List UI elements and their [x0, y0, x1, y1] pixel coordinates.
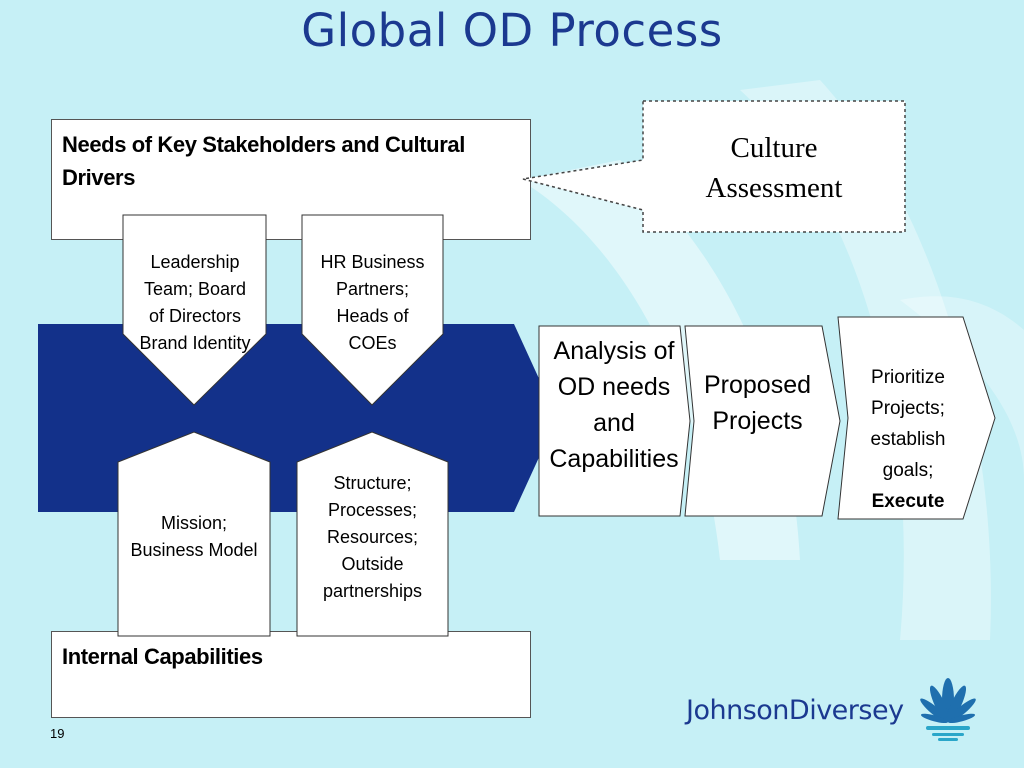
ch2-line: Projects — [712, 407, 803, 435]
top-pentagon-1-shape — [122, 214, 267, 406]
slide-title: Global OD Process — [301, 4, 723, 57]
tp2-line: HR Business — [320, 252, 425, 272]
bp2-line: Structure; — [333, 473, 412, 493]
ch1-line: Analysis of — [553, 337, 675, 365]
bp2-line: partnerships — [322, 581, 423, 601]
tp1-line: Team; Board — [143, 279, 247, 299]
tp1-line: Brand Identity — [139, 333, 251, 353]
ch1-line: and — [593, 409, 635, 437]
culture-line-2: Assessment — [705, 172, 843, 204]
bottom-pentagon-1-label: Mission; Business Model — [118, 510, 270, 564]
culture-line-1: Culture — [730, 132, 818, 164]
bottom-pentagon-1-shape — [117, 431, 271, 637]
capabilities-label: Internal Capabilities — [62, 644, 263, 669]
chevron-1-shape — [538, 325, 691, 517]
page-number: 19 — [50, 726, 65, 741]
bp1-line: Mission; — [160, 513, 227, 533]
stakeholders-box: Needs of Key Stakeholders and Cultural D… — [51, 119, 531, 240]
top-pentagon-1-label: Leadership Team; Board of Directors Bran… — [125, 249, 265, 357]
ch2-line: Proposed — [703, 371, 812, 399]
bp1-line: Business Model — [130, 540, 258, 560]
ch3-line: goals; — [882, 460, 934, 481]
bottom-pentagon-2-shape — [296, 431, 449, 637]
tp2-line: Heads of — [336, 306, 409, 326]
capabilities-box: Internal Capabilities — [51, 631, 531, 718]
ch3-line: Prioritize — [871, 367, 945, 388]
tp2-line: COEs — [348, 333, 397, 353]
bp2-line: Resources; — [326, 527, 419, 547]
tp1-line: of Directors — [148, 306, 242, 326]
lotus-logo-icon — [920, 678, 976, 741]
bp2-line: Processes; — [327, 500, 418, 520]
culture-callout-shape — [522, 100, 906, 233]
top-pentagon-2-label: HR Business Partners; Heads of COEs — [302, 249, 443, 357]
tp1-line: Leadership — [150, 252, 240, 272]
execute-label: Execute — [871, 491, 945, 512]
ch3-line: Projects; — [871, 398, 945, 419]
chevron-3-label: Prioritize Projects; establish goals; Ex… — [846, 362, 970, 517]
brand-name: JohnsonDiversey — [686, 695, 904, 726]
chevron-2-shape — [684, 325, 841, 517]
chevron-1-label: Analysis of OD needs and Capabilities — [541, 333, 687, 477]
tp2-line: Partners; — [335, 279, 410, 299]
chevron-3-shape — [837, 316, 996, 520]
top-pentagon-2-shape — [301, 214, 444, 406]
ch3-line: establish — [870, 429, 946, 450]
stakeholders-label: Needs of Key Stakeholders and Cultural D… — [62, 132, 465, 190]
bottom-pentagon-2-label: Structure; Processes; Resources; Outside… — [297, 470, 448, 605]
bp2-line: Outside — [341, 554, 404, 574]
ch1-line: Capabilities — [549, 445, 679, 473]
culture-assessment-text: Culture Assessment — [643, 128, 905, 208]
ch1-line: OD needs — [557, 373, 671, 401]
chevron-2-label: Proposed Projects — [690, 367, 825, 439]
